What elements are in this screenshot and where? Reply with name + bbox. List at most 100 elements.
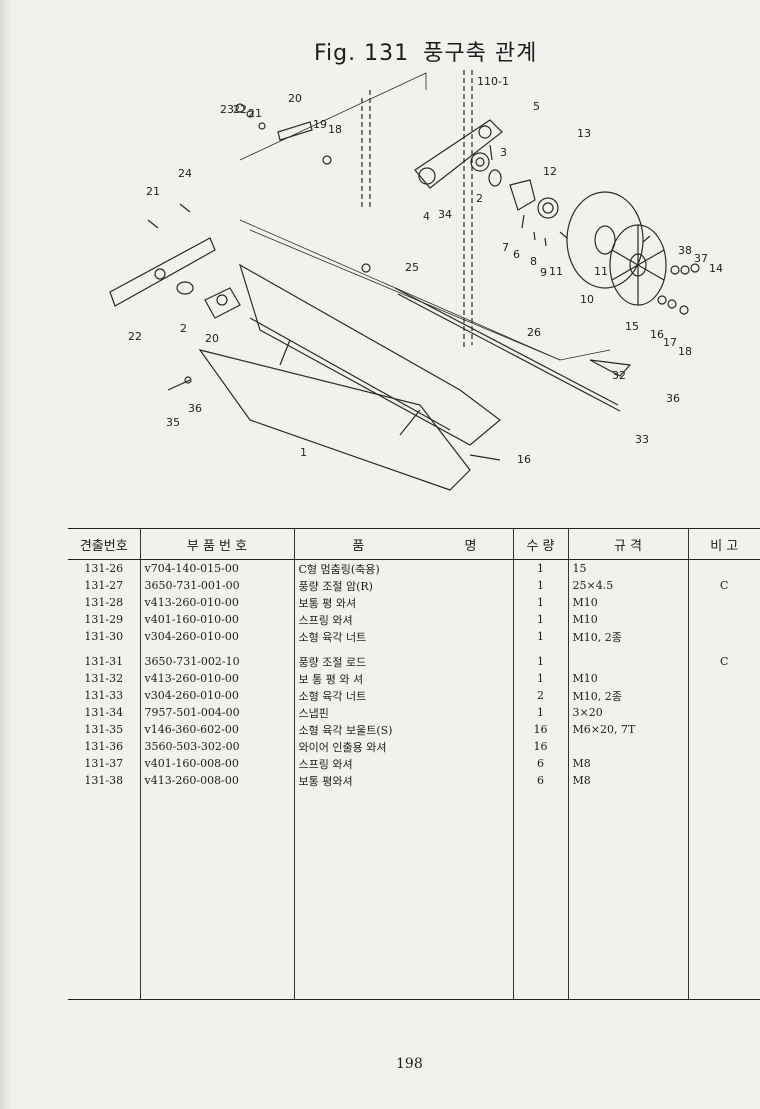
callout-25a: 18 (328, 123, 342, 136)
cell-qty: 1 (513, 628, 569, 645)
cell-part: v401-160-008-00 (140, 755, 295, 772)
cell-ref: 131-30 (68, 628, 141, 645)
callout-21: 21 (146, 185, 160, 198)
figure-number: Fig. 131 (314, 40, 410, 66)
table-spacer-row (68, 645, 760, 653)
cell-note (688, 755, 760, 772)
cell-ref: 131-37 (68, 755, 141, 772)
parts-list-table: 견출번호 부 품 번 호 품 명 수 량 규 격 비 고 131-26 v704… (68, 528, 760, 1000)
cell-spec: M10 (568, 594, 689, 611)
cell-ref: 131-29 (68, 611, 141, 628)
cell-qty: 1 (513, 704, 569, 721)
callout-8: 8 (530, 255, 537, 268)
scan-shadow-edge (0, 0, 12, 1109)
callout-36: 36 (188, 402, 202, 415)
cell-part: v704-140-015-00 (140, 559, 295, 577)
cell-note (688, 670, 760, 687)
cell-name: 스프링 와셔 (294, 755, 514, 772)
cell-part: v401-160-010-00 (140, 611, 295, 628)
cell-ref: 131-33 (68, 687, 141, 704)
cell-name: 소형 육각 너트 (294, 687, 514, 704)
exploded-parts-diagram: 23 22 21 20 19 18 110-1 5 13 3 12 2 4 34… (109, 70, 723, 491)
table-row: 131-36 3560-503-302-00 와이어 인출용 와셔 16 (68, 738, 760, 755)
cell-qty: 6 (513, 772, 569, 789)
cell-ref: 131-38 (68, 772, 141, 789)
callout-18: 17 (663, 336, 677, 349)
cell-ref: 131-27 (68, 577, 141, 594)
cell-part: v304-260-010-00 (140, 687, 295, 704)
cell-name: 스프링 와셔 (294, 611, 514, 628)
cell-part: v413-260-010-00 (140, 594, 295, 611)
cell-spec: M10, 2종 (568, 687, 689, 704)
callout-10: 10 (580, 293, 594, 306)
callout-3: 3 (500, 146, 507, 159)
callout-12: 12 (543, 165, 557, 178)
callout-4: 4 (423, 210, 430, 223)
callout-30: 23 (220, 103, 234, 116)
callout-29: 22 (233, 103, 247, 116)
cell-ref: 131-32 (68, 670, 141, 687)
table-row: 131-32 v413-260-010-00 보 통 평 와 셔 1 M10 (68, 670, 760, 687)
callout-9: 9 (540, 266, 547, 279)
cell-name: 와이어 인출용 와셔 (294, 738, 514, 755)
cell-name: 풍량 조절 로드 (294, 653, 514, 670)
diagram-drawing (109, 70, 700, 491)
cell-spec: M8 (568, 755, 689, 772)
cell-ref: 131-36 (68, 738, 141, 755)
cell-note (688, 704, 760, 721)
cell-qty: 1 (513, 559, 569, 577)
callout-1: 1 (300, 446, 307, 459)
callout-5: 5 (533, 100, 540, 113)
cell-part: 3650-731-001-00 (140, 577, 295, 594)
cell-spec (568, 738, 689, 755)
cell-name: 보통 평와셔 (294, 772, 514, 789)
cell-qty: 16 (513, 721, 569, 738)
cell-note (688, 738, 760, 755)
col-header-spec: 규 격 (568, 528, 689, 560)
cell-name: 풍량 조절 암(R) (294, 577, 514, 594)
table-row: 131-26 v704-140-015-00 C형 멈춤링(축용) 1 15 (68, 559, 760, 577)
cell-spec (568, 653, 689, 670)
cell-qty: 1 (513, 653, 569, 670)
cell-spec: M10 (568, 670, 689, 687)
cell-note: C (720, 579, 729, 592)
table-row: 131-28 v413-260-010-00 보통 평 와셔 1 M10 (68, 594, 760, 611)
cell-note (688, 687, 760, 704)
cell-spec: M10, 2종 (568, 628, 689, 645)
cell-spec: M6×20, 7T (568, 721, 689, 738)
cell-spec: 15 (568, 559, 689, 577)
callout-34: 36 (666, 392, 680, 405)
cell-spec: 25×4.5 (568, 577, 689, 594)
cell-qty: 2 (513, 687, 569, 704)
callout-13: 15 (625, 320, 639, 333)
table-row: 131-38 v413-260-008-00 보통 평와셔 6 M8 (68, 772, 760, 789)
table-row: 131-27 3650-731-001-00 풍량 조절 암(R) 1 25×4… (68, 577, 760, 594)
callout-2b: 2 (180, 322, 187, 335)
callout-31: 32 (612, 369, 626, 382)
table-row: 131-33 v304-260-010-00 소형 육각 너트 2 M10, 2… (68, 687, 760, 704)
table-row: 131-35 v146-360-602-00 소형 육각 보울트(S) 16 M… (68, 721, 760, 738)
cell-part: v413-260-010-00 (140, 670, 295, 687)
callout-110-1: 110-1 (477, 75, 509, 88)
callout-17: 16 (650, 328, 664, 341)
col-header-part-no: 부 품 번 호 (140, 528, 295, 560)
cell-part: 3650-731-002-10 (140, 653, 295, 670)
callout-23: 24 (178, 167, 192, 180)
cell-qty: 6 (513, 755, 569, 772)
cell-ref: 131-28 (68, 594, 141, 611)
col-header-ref: 견출번호 (68, 528, 141, 560)
cell-note (688, 594, 760, 611)
col-header-note: 비 고 (688, 528, 760, 560)
cell-spec: M10 (568, 611, 689, 628)
cell-name: 보통 평 와셔 (294, 594, 514, 611)
table-row: 131-29 v401-160-010-00 스프링 와셔 1 M10 (68, 611, 760, 628)
callout-15: 14 (709, 262, 723, 275)
callout-28: 21 (248, 107, 262, 120)
table-row: 131-31 3650-731-002-10 풍량 조절 로드 1 C (68, 653, 760, 670)
col-header-qty: 수 량 (513, 528, 569, 560)
cell-note (688, 611, 760, 628)
cell-qty: 1 (513, 577, 569, 594)
callout-27: 20 (288, 92, 302, 105)
table-row: 131-34 7957-501-004-00 스냅핀 1 3×20 (68, 704, 760, 721)
